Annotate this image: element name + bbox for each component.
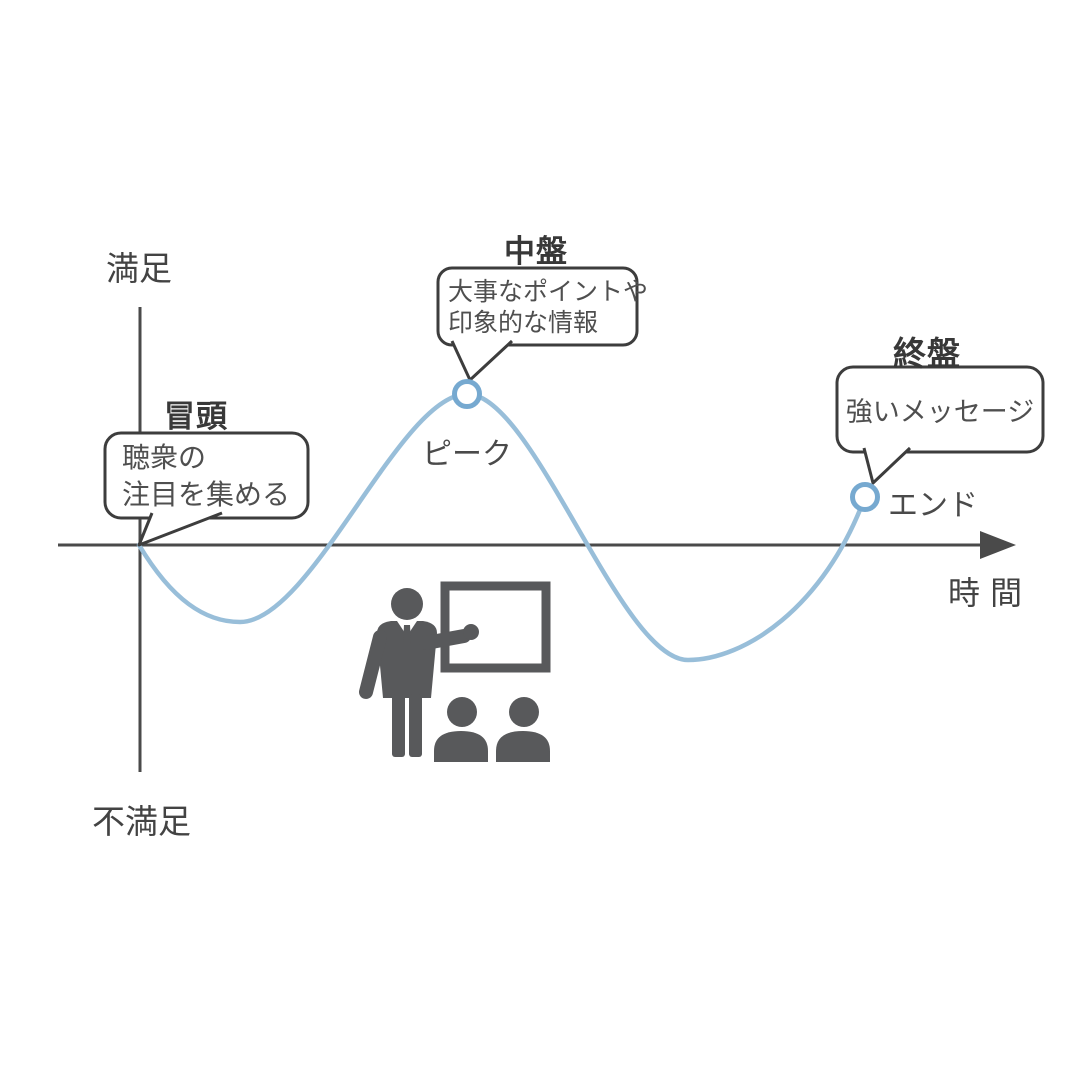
speech-bubble-middle-text: 大事なポイントや 印象的な情報 — [438, 268, 649, 345]
end-label: エンド — [888, 488, 978, 523]
speech-bubble-ending-tail — [862, 446, 912, 485]
speech-bubble-ending-text: 強いメッセージ — [837, 367, 1043, 452]
speech-bubble-opening-tail — [137, 511, 223, 547]
stage-title-ending: 終盤 — [893, 334, 961, 373]
satisfaction-curve — [136, 391, 868, 663]
y-axis-top-label: 満足 — [106, 249, 172, 288]
y-axis-bottom-label: 不満足 — [92, 802, 191, 841]
bubble-middle-line1: 大事なポイントや — [448, 276, 649, 306]
speech-bubble-middle-tail — [450, 339, 514, 382]
whiteboard-icon — [440, 581, 551, 673]
x-axis-arrow-icon — [980, 531, 1016, 559]
end-marker — [850, 482, 880, 512]
peak-marker — [452, 379, 482, 409]
stage-title-middle: 中盤 — [504, 234, 568, 270]
peak-label: ピーク — [422, 437, 512, 472]
stage-title-opening: 冒頭 — [164, 399, 228, 435]
bubble-middle-line2: 印象的な情報 — [448, 307, 599, 337]
speech-bubble-ending — [835, 365, 1045, 454]
presenter-scene-icon — [359, 581, 551, 762]
speech-bubble-opening-text: 聴衆の 注目を集める — [105, 433, 308, 518]
bubble-ending-line1: 強いメッセージ — [845, 397, 1035, 428]
audience-icon — [434, 697, 550, 762]
bubble-opening-line2: 注目を集める — [122, 477, 291, 511]
speech-bubble-middle — [436, 266, 639, 347]
presenter-icon — [359, 588, 479, 757]
x-axis-label: 時 間 — [948, 574, 1023, 612]
bubble-opening-line1: 聴衆の — [122, 440, 207, 474]
